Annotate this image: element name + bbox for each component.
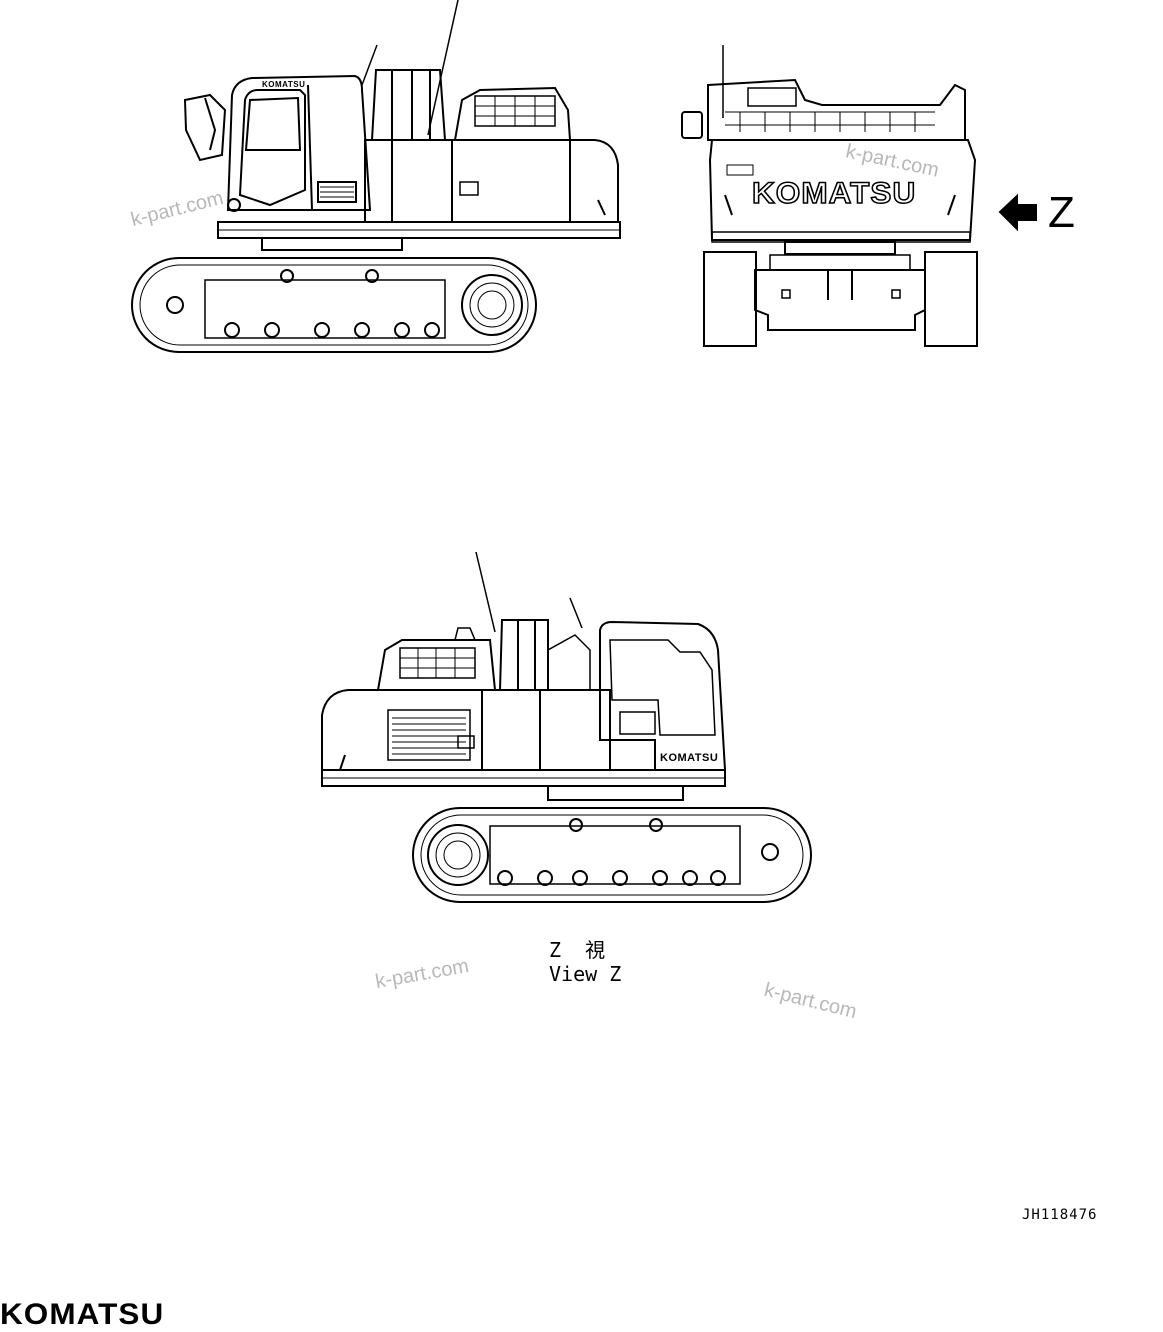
view-caption-en: View Z bbox=[549, 962, 622, 986]
side-brand-text: KOMATSU bbox=[660, 752, 719, 764]
excavator-right-side-view bbox=[321, 551, 812, 903]
view-letter-label: Z bbox=[1048, 188, 1075, 237]
drawing-code: JH118476 bbox=[1022, 1207, 1098, 1223]
rear-view-brand-text: KOMATSU bbox=[751, 176, 917, 211]
excavator-rear-view bbox=[681, 45, 1037, 347]
excavator-left-side-view bbox=[131, 0, 621, 353]
cab-brand-text: KOMATSU bbox=[262, 80, 306, 89]
komatsu-logo: KOMATSU bbox=[0, 1298, 165, 1331]
view-caption-jp: Z 視 bbox=[549, 938, 606, 962]
